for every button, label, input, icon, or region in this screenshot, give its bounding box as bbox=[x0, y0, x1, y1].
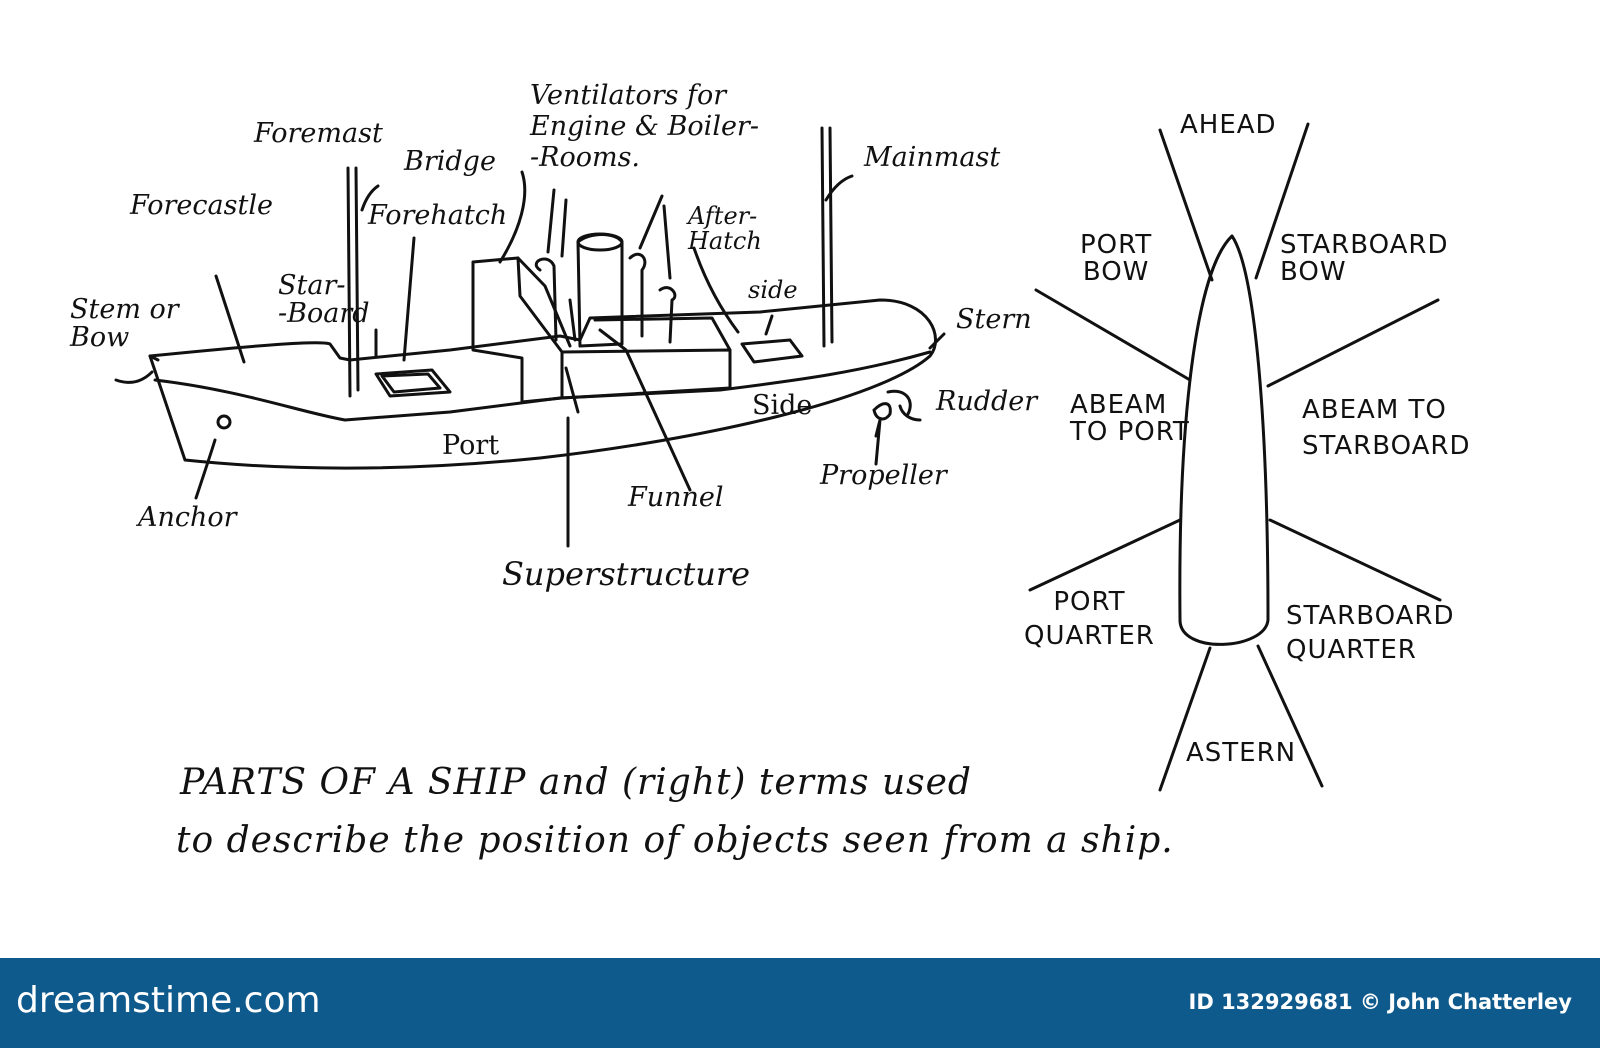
term-starboard-bow: STARBOARD BOW bbox=[1280, 230, 1449, 288]
diagram-drawing bbox=[114, 122, 1442, 792]
label-port: Port bbox=[442, 430, 500, 461]
label-superstructure: Superstructure bbox=[502, 555, 751, 593]
anchor-shape bbox=[216, 414, 232, 430]
ventilator-4 bbox=[658, 286, 677, 344]
caption-line-1: PARTS OF A SHIP and (right) terms used bbox=[180, 762, 972, 803]
label-starboard: Star- -Board bbox=[278, 270, 370, 330]
term-abeam-starboard: ABEAM TO STARBOARD bbox=[1302, 395, 1471, 462]
line-starboard-bow bbox=[1266, 298, 1440, 388]
line-port-quarter bbox=[1028, 518, 1182, 592]
label-foremast: Foremast bbox=[254, 118, 383, 149]
label-anchor: Anchor bbox=[138, 502, 237, 533]
brand-logo-text[interactable]: dreamstime.com bbox=[16, 980, 321, 1021]
label-mainmast: Mainmast bbox=[864, 142, 1001, 173]
label-forehatch: Forehatch bbox=[368, 200, 508, 231]
ventilator-2 bbox=[568, 298, 577, 342]
term-abeam-port: ABEAM TO PORT bbox=[1070, 390, 1190, 448]
foremast bbox=[346, 166, 352, 398]
label-side-upper: side bbox=[748, 276, 798, 304]
label-after-hatch: After- Hatch bbox=[688, 202, 762, 256]
ship-deck-line bbox=[153, 350, 932, 422]
ship-hull bbox=[148, 298, 937, 470]
rudder-shape bbox=[886, 389, 912, 416]
ventilator-1 bbox=[534, 257, 558, 342]
label-propeller: Propeller bbox=[820, 460, 947, 491]
line-astern-right bbox=[1256, 644, 1324, 788]
image-credit: ID 132929681 © John Chatterley bbox=[1188, 990, 1572, 1014]
term-port-bow: PORT BOW bbox=[1080, 230, 1153, 288]
label-forecastle: Forecastle bbox=[130, 190, 273, 221]
afterhatch-shape bbox=[740, 338, 804, 364]
label-side-lower: Side bbox=[752, 390, 813, 421]
forehatch-shape bbox=[374, 368, 452, 398]
label-rudder: Rudder bbox=[936, 386, 1038, 417]
term-astern: ASTERN bbox=[1186, 738, 1297, 768]
diagram-canvas: Stem or Bow Forecastle Foremast Star- -B… bbox=[70, 80, 1471, 861]
label-stern: Stern bbox=[956, 304, 1032, 335]
caption-line-2: to describe the position of objects seen… bbox=[176, 820, 1174, 861]
term-port-quarter: PORT QUARTER bbox=[1024, 587, 1155, 651]
label-ventilators: Ventilators for Engine & Boiler- -Rooms. bbox=[530, 80, 759, 174]
term-ahead: AHEAD bbox=[1180, 110, 1277, 140]
label-bridge: Bridge bbox=[404, 146, 496, 177]
mainmast bbox=[820, 126, 826, 348]
propeller-shape bbox=[872, 402, 892, 421]
footer-bar: dreamstime.com ID 132929681 © John Chatt… bbox=[0, 958, 1600, 1048]
bridge-block bbox=[471, 256, 564, 404]
label-funnel: Funnel bbox=[628, 482, 724, 513]
line-astern-left bbox=[1158, 646, 1212, 792]
line-port-bow bbox=[1034, 288, 1192, 382]
ventilator-3 bbox=[628, 252, 647, 338]
label-stem-or-bow: Stem or Bow bbox=[70, 294, 179, 354]
topview-ship bbox=[1178, 234, 1270, 646]
line-ahead-right bbox=[1254, 122, 1310, 280]
line-ahead-left bbox=[1158, 128, 1214, 282]
line-starboard-quarter bbox=[1268, 518, 1442, 602]
term-starboard-quarter: STARBOARD QUARTER bbox=[1286, 601, 1455, 665]
